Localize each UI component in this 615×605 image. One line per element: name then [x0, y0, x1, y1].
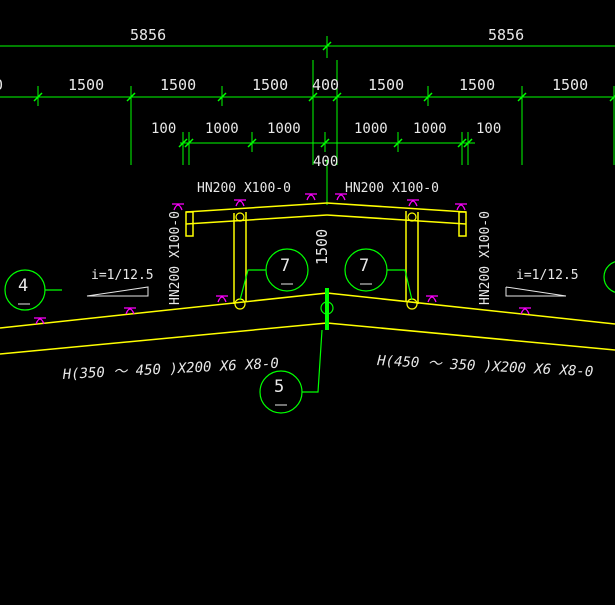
dim-row2-3: 1500 [252, 76, 288, 94]
dim-row2-5: 1500 [368, 76, 404, 94]
dim-top-left: 5856 [130, 26, 166, 44]
callout-shapes [4, 248, 615, 414]
callout-4-label: 4 [18, 276, 28, 296]
label-column-right: HN200 X100-0 [478, 211, 493, 305]
dim-row3-1: 1000 [205, 121, 239, 137]
structure-lines [0, 202, 615, 355]
label-slope-right: i=1/12.5 [516, 268, 579, 283]
dim-row2-7: 1500 [552, 76, 588, 94]
label-beam-top-left: HN200 X100-0 [197, 181, 291, 196]
slope-indicators [86, 286, 567, 297]
label-center-height: 1500 [313, 229, 331, 265]
bolt-symbols [34, 193, 531, 325]
dim-row2-2: 1500 [160, 76, 196, 94]
callout-7-right-label: 7 [359, 256, 369, 276]
label-slope-left: i=1/12.5 [91, 268, 154, 283]
dim-top-right: 5856 [488, 26, 524, 44]
dim-row2-4: 400 [312, 76, 339, 94]
dim-row3-0: 100 [151, 121, 176, 137]
callout-7-left-label: 7 [280, 256, 290, 276]
dim-row3-5: 100 [476, 121, 501, 137]
callout-dashes [18, 283, 372, 406]
dim-row3-3: 1000 [354, 121, 388, 137]
dim-row2-1: 1500 [68, 76, 104, 94]
dim-row3-2: 1000 [267, 121, 301, 137]
dim-row3-4: 1000 [413, 121, 447, 137]
label-column-left: HN200 X100-0 [168, 211, 183, 305]
ridge-joint [320, 288, 334, 330]
dim-center-400: 400 [313, 154, 338, 170]
dimension-lines [0, 36, 615, 205]
dim-row2-0: 0 [0, 76, 3, 94]
dim-row2-6: 1500 [459, 76, 495, 94]
dimension-ticks [33, 41, 615, 148]
label-beam-top-right: HN200 X100-0 [345, 181, 439, 196]
callout-5-label: 5 [274, 377, 284, 397]
